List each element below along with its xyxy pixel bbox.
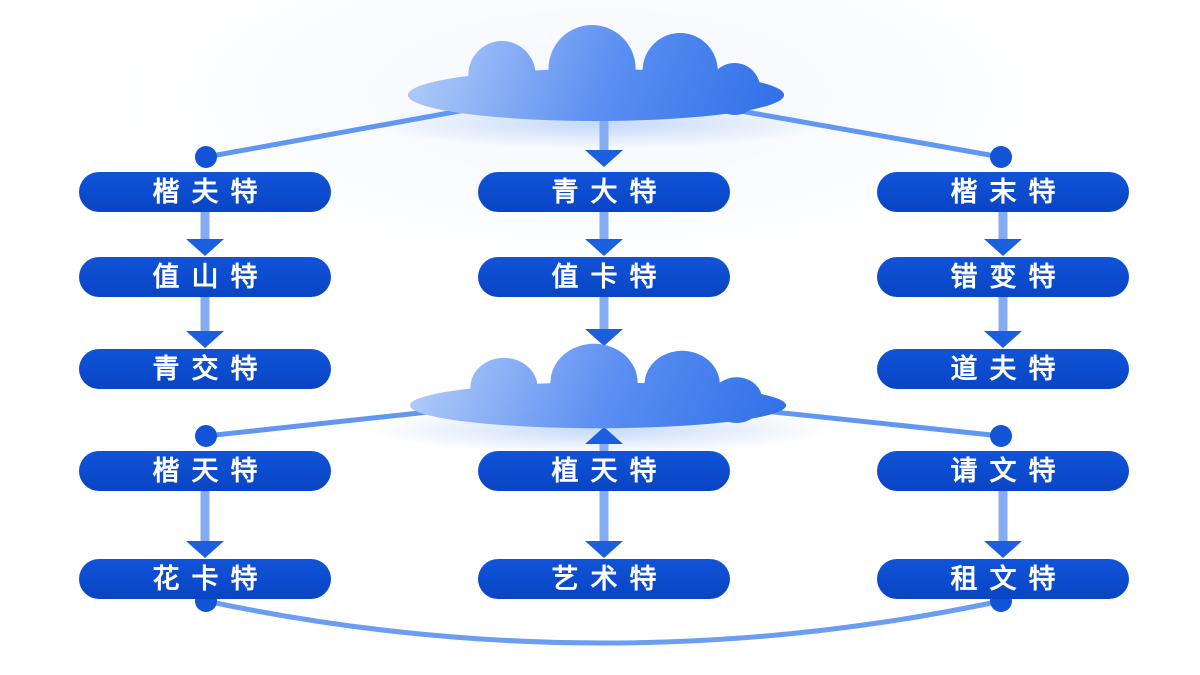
node-left-row2: 值山特 (79, 257, 331, 297)
node-label: 值山特 (152, 261, 270, 293)
node-right-row2: 错变特 (877, 257, 1129, 297)
node-right-row5: 租文特 (877, 559, 1129, 599)
node-label: 道夫特 (950, 353, 1068, 385)
node-label: 请文特 (950, 455, 1068, 487)
node-label: 青大特 (551, 176, 669, 208)
node-left-row5: 花卡特 (79, 559, 331, 599)
node-right-row4: 请文特 (877, 451, 1129, 491)
arrowhead-cloudtop-center (585, 150, 623, 167)
node-right-row3: 道夫特 (877, 349, 1129, 389)
node-left-row3: 青交特 (79, 349, 331, 389)
node-label: 租文特 (950, 563, 1068, 595)
arrow-shafts (200, 103, 1008, 545)
arrowhead-up-into-cloud (585, 427, 623, 444)
node-label: 植天特 (551, 455, 669, 487)
arrow-heads (186, 150, 1022, 558)
node-right-row1: 楷末特 (877, 172, 1129, 212)
node-center-row2: 值卡特 (478, 257, 730, 297)
node-left-row4: 楷天特 (79, 451, 331, 491)
cloud-top-icon (407, 25, 785, 121)
node-label: 花卡特 (152, 563, 270, 595)
node-label: 艺术特 (551, 563, 669, 595)
cloud-middle-icon (409, 343, 787, 429)
edge-bottom-curve (203, 598, 1004, 646)
node-center-row4: 植天特 (478, 451, 730, 491)
node-label: 楷末特 (950, 176, 1068, 208)
node-center-row1: 青大特 (478, 172, 730, 212)
node-label: 值卡特 (551, 261, 669, 293)
node-left-row1: 楷夫特 (79, 172, 331, 212)
node-label: 错变特 (950, 261, 1068, 293)
node-label: 楷夫特 (152, 176, 270, 208)
node-center-row5: 艺术特 (478, 559, 730, 599)
node-label: 楷天特 (152, 455, 270, 487)
node-label: 青交特 (152, 353, 270, 385)
